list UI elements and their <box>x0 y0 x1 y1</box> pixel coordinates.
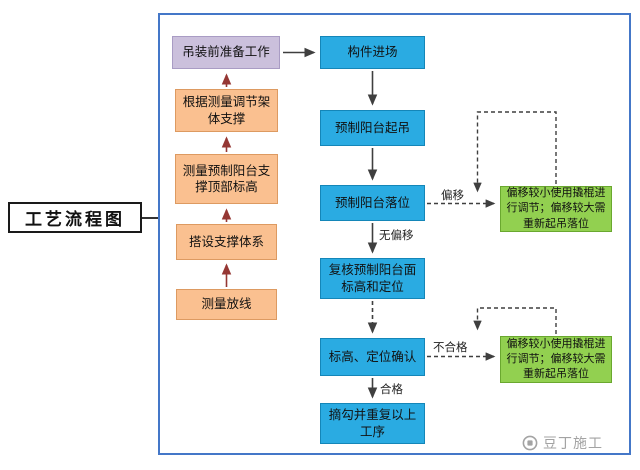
edge-label-pass: 合格 <box>380 384 403 396</box>
flow-step-recheck-elevation-position: 复核预制阳台面标高和定位 <box>320 258 425 299</box>
edge-label-fail: 不合格 <box>433 342 468 354</box>
correction-note-2: 偏移较小使用撬棍进行调节；偏移较大需重新起吊落位 <box>500 336 612 383</box>
flow-step-balcony-hoist: 预制阳台起吊 <box>320 110 425 146</box>
flow-step-measure-setout: 测量放线 <box>176 289 277 320</box>
flow-step-unhook-repeat: 摘勾并重复以上工序 <box>320 403 425 444</box>
flow-step-balcony-placement: 预制阳台落位 <box>320 185 425 221</box>
flow-step-build-support-system: 搭设支撑体系 <box>176 224 277 260</box>
correction-note-1: 偏移较小使用撬棍进行调节；偏移较大需重新起吊落位 <box>500 186 612 232</box>
title-connector-line <box>142 217 158 219</box>
diagram-title: 工艺流程图 <box>8 202 142 233</box>
edge-label-no-offset: 无偏移 <box>379 230 414 242</box>
flow-step-hoisting-prep: 吊装前准备工作 <box>172 36 280 69</box>
flow-step-measure-support-elevation: 测量预制阳台支撑顶部标高 <box>175 154 278 204</box>
docin-logo-icon <box>522 435 538 451</box>
flow-step-adjust-support: 根据测量调节架体支撑 <box>175 89 278 132</box>
edge-label-offset: 偏移 <box>441 190 464 202</box>
flow-step-elevation-position-confirm: 标高、定位确认 <box>320 338 425 376</box>
watermark-text: 豆丁施工 <box>543 435 603 451</box>
watermark: 豆丁施工 <box>522 433 603 453</box>
flow-step-component-arrival: 构件进场 <box>320 36 425 69</box>
